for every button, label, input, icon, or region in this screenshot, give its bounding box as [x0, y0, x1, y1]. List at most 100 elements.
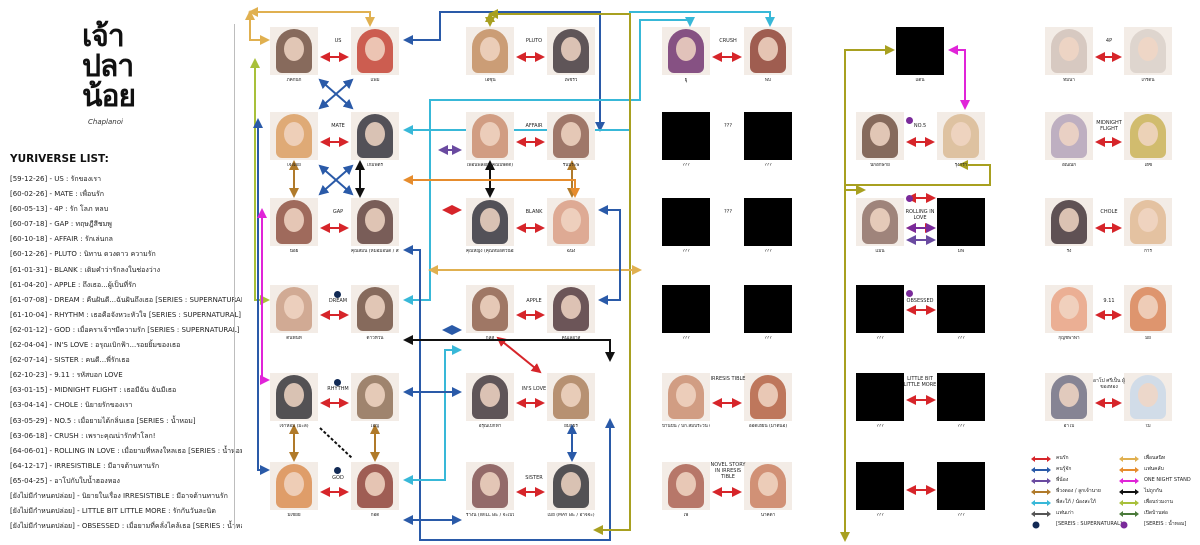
- character-card[interactable]: ???: [856, 285, 904, 342]
- legend-label: คนรัก: [1056, 455, 1069, 461]
- character-card[interactable]: ???: [937, 373, 985, 430]
- character-card[interactable]: ดินฟันท์: [270, 285, 318, 342]
- divider: [234, 24, 235, 529]
- character-card[interactable]: ???: [744, 112, 792, 169]
- character-card[interactable]: น้อย: [270, 198, 318, 255]
- character-card[interactable]: แมน: [856, 198, 904, 255]
- character-card[interactable]: ออดเฮียน (มาตนอ): [744, 373, 792, 430]
- character-card[interactable]: มีฟ: [937, 198, 985, 255]
- character-card[interactable]: ไอซุ่น: [466, 27, 514, 84]
- portrait-face: [365, 37, 385, 61]
- character-name: ???: [682, 163, 690, 168]
- ship-label: 9.11: [1103, 298, 1115, 304]
- character-card[interactable]: เจ็งเอย: [270, 112, 318, 169]
- character-card[interactable]: อาโป: [1045, 373, 1093, 430]
- character-card[interactable]: อรุณเบิกฟ้า: [466, 373, 514, 430]
- story-list: [59-12-26] - US : รักของเรา[60-02-26] - …: [10, 172, 242, 534]
- character-portrait: [1124, 198, 1172, 246]
- legend-label: แฟนเก่า: [1056, 510, 1074, 516]
- character-card[interactable]: เพชรวี: [547, 27, 595, 84]
- character-card[interactable]: ยู: [662, 27, 710, 84]
- character-card[interactable]: นักอักษาย: [856, 112, 904, 169]
- character-card[interactable]: เพื่อนพลอย (คณปพัตต์): [466, 112, 514, 169]
- character-card[interactable]: ???: [856, 462, 904, 519]
- character-card[interactable]: เอญ: [351, 373, 399, 430]
- character-card[interactable]: ???: [856, 373, 904, 430]
- character-name: ???: [764, 336, 772, 341]
- hidden-character-portrait: [744, 112, 792, 160]
- hidden-character-portrait: [937, 285, 985, 333]
- portrait-face: [284, 472, 304, 496]
- acquaint-link: [253, 118, 270, 475]
- series-dot: [906, 290, 913, 297]
- character-card[interactable]: ทีมนา: [1045, 27, 1093, 84]
- character-card[interactable]: ก้าร์: [1124, 198, 1172, 255]
- character-card[interactable]: นาคดา: [744, 462, 792, 519]
- legend-arrow-icon: [1031, 489, 1051, 495]
- character-card[interactable]: ป้านป้น / บก.สมประวัน (สัง): [662, 373, 710, 430]
- character-card[interactable]: ดาวห้วน: [351, 285, 399, 342]
- portrait-face: [365, 472, 385, 496]
- character-card[interactable]: เฟิ: [662, 462, 710, 519]
- character-card[interactable]: ภคกนิก: [270, 27, 318, 84]
- character-card[interactable]: ???: [744, 198, 792, 255]
- portrait-face: [870, 208, 890, 232]
- character-card[interactable]: ???: [662, 198, 710, 255]
- character-card[interactable]: เมย์ (MAY BE / อาจจะ): [547, 462, 595, 519]
- story-list-item: [61-01-31] - BLANK : เติมคำว่ารักลงในช่อ…: [10, 265, 161, 274]
- character-card[interactable]: คุณสมน (หมอมอนด / สมณน์มอย): [351, 198, 399, 255]
- character-portrait: [1124, 27, 1172, 75]
- character-portrait: [662, 373, 710, 421]
- cross-link: [318, 78, 354, 110]
- character-portrait: [351, 462, 399, 510]
- inlaw-link: [403, 345, 462, 485]
- character-card[interactable]: รัง: [1045, 198, 1093, 255]
- character-card[interactable]: แดน: [896, 27, 944, 84]
- character-card[interactable]: คนเลอาส: [547, 285, 595, 342]
- character-portrait: [1045, 373, 1093, 421]
- portrait-face: [1059, 37, 1079, 61]
- legend-arrow-icon: [1031, 456, 1051, 462]
- character-card[interactable]: กุญชพาฟา: [1045, 285, 1093, 342]
- logo-signature: Chaplanoi: [88, 118, 123, 126]
- portrait-face: [284, 37, 304, 61]
- character-portrait: [547, 112, 595, 160]
- character-card[interactable]: ???: [744, 285, 792, 342]
- character-card[interactable]: เกรดีน: [1124, 27, 1172, 84]
- character-card[interactable]: ใบ: [1124, 373, 1172, 430]
- character-card[interactable]: ???: [937, 285, 985, 342]
- character-card[interactable]: ร้างนี (WILL BE / จะเป็น): [466, 462, 514, 519]
- character-card[interactable]: พีบี: [744, 27, 792, 84]
- character-card[interactable]: ???: [662, 285, 710, 342]
- portrait-face: [676, 37, 696, 61]
- character-card[interactable]: เจ้าหอม (มะลิ): [270, 373, 318, 430]
- character-card[interactable]: ยิ้มกุยร: [547, 373, 595, 430]
- character-card[interactable]: เกมพิตร: [351, 112, 399, 169]
- character-card[interactable]: ฉนั้ง: [547, 198, 595, 255]
- story-list-item: [63-06-18] - CRUSH : เพราะคุณน่ารักทำโลก…: [10, 431, 156, 440]
- character-card[interactable]: แพม: [351, 27, 399, 84]
- portrait-face: [365, 122, 385, 146]
- character-name: เฟิ: [683, 513, 689, 518]
- character-card[interactable]: ก็อด: [351, 462, 399, 519]
- story-list-item: [63-05-29] - NO.5 : เมื่อยามได้กลิ่นเธอ …: [10, 416, 196, 425]
- character-portrait: [547, 198, 595, 246]
- character-card[interactable]: อัณณิก: [1045, 112, 1093, 169]
- character-name: แพม: [370, 78, 380, 83]
- portrait-face: [480, 208, 500, 232]
- character-card[interactable]: ???: [662, 112, 710, 169]
- ship-label: SISTER: [525, 475, 543, 481]
- legend-label: [SEREIS : น้ำหอม]: [1144, 521, 1187, 527]
- legend-label: พี่วงดอง / ลูกเจ้านาย: [1056, 488, 1101, 494]
- character-card[interactable]: รินประพ: [547, 112, 595, 169]
- character-card[interactable]: ???: [937, 462, 985, 519]
- character-card[interactable]: คุณหญิง (คุณหมอตัวน้อย): [466, 198, 514, 255]
- character-card[interactable]: กลิส: [466, 285, 514, 342]
- legend-label: คนรู้จัก: [1056, 466, 1072, 472]
- legend-arrow-icon: [1031, 478, 1051, 484]
- character-card[interactable]: รุ้งกิรา: [937, 112, 985, 169]
- hidden-character-portrait: [856, 462, 904, 510]
- character-card[interactable]: มีย: [1124, 285, 1172, 342]
- character-card[interactable]: มีเชียย: [270, 462, 318, 519]
- character-card[interactable]: ไฮซี: [1124, 112, 1172, 169]
